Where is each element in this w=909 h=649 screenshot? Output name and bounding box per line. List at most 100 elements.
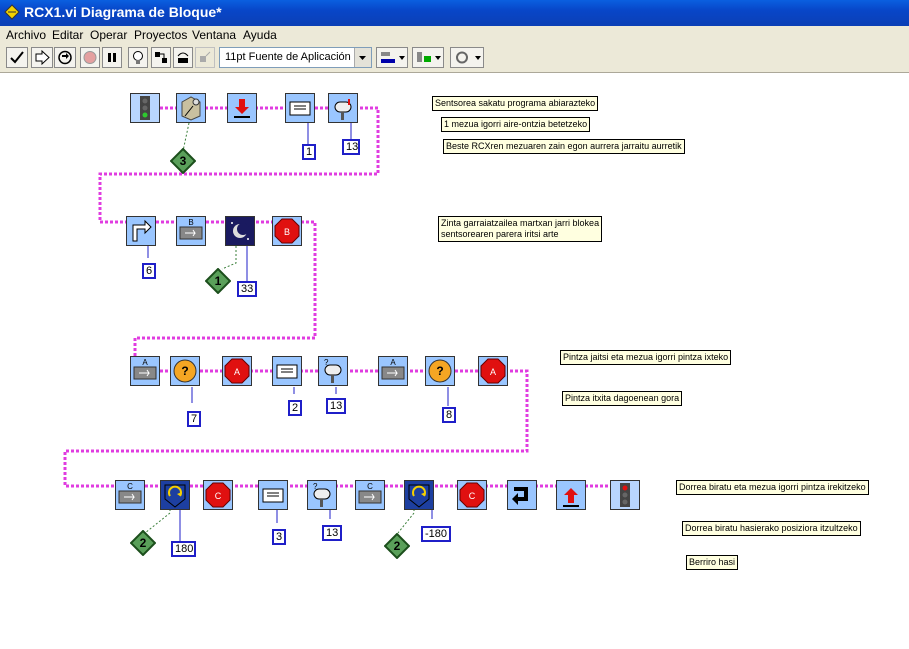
- comment-send-message-1[interactable]: 1 mezua igorri aire-ontzia betetzeko: [441, 117, 591, 132]
- comment-wait-other-rcx[interactable]: Beste RCXren mezuaren zain egon aurrera …: [443, 139, 685, 154]
- menu-operar[interactable]: Operar: [90, 28, 128, 42]
- menu-archivo[interactable]: Archivo: [6, 28, 47, 42]
- node-light-sensor-wait[interactable]: [225, 216, 255, 246]
- constant-3[interactable]: 3: [272, 529, 286, 545]
- loop-return-icon: [512, 487, 528, 505]
- align-objects-icon: [381, 52, 405, 63]
- constant-1[interactable]: 1: [302, 144, 316, 160]
- node-wait-question-2[interactable]: ?: [425, 356, 455, 386]
- comment-restart[interactable]: Berriro hasi: [686, 555, 739, 570]
- comment-tower-rotate[interactable]: Dorrea biratu eta mezua igorri pintza ir…: [676, 480, 869, 495]
- constant-minus-180[interactable]: -180: [421, 526, 451, 542]
- comment-gripper-down[interactable]: Pintza jaitsi eta mezua igorri pintza ix…: [560, 350, 732, 365]
- motor-icon: A: [381, 358, 405, 380]
- step-out-button[interactable]: [195, 47, 215, 68]
- step-over-button[interactable]: [173, 47, 193, 68]
- constant-6[interactable]: 6: [142, 263, 156, 279]
- node-send-message[interactable]: [285, 93, 315, 123]
- motor-icon: C: [358, 482, 382, 504]
- arrow-up-icon: [563, 488, 579, 507]
- run-check-button[interactable]: [6, 47, 28, 68]
- comment-conveyor-line2: sentsorearen parera iritsi arte: [441, 229, 559, 239]
- node-motor-a-1[interactable]: A: [130, 356, 160, 386]
- diamond-port-row4a-value: 2: [140, 536, 147, 550]
- node-mailbox-wait-2[interactable]: ?: [318, 356, 348, 386]
- highlight-execution-button[interactable]: [128, 47, 148, 68]
- rotation-sensor-icon: [164, 484, 186, 508]
- constant-8[interactable]: 8: [442, 407, 456, 423]
- constant-180[interactable]: 180: [171, 541, 196, 557]
- moon-night-icon: [231, 222, 249, 240]
- title-bar: RCX1.vi Diagrama de Bloque*: [0, 0, 909, 26]
- node-send-message-3[interactable]: [258, 480, 288, 510]
- run-arrow-icon: [35, 49, 50, 66]
- node-traffic-light-end[interactable]: [610, 480, 640, 510]
- node-stop-c-2[interactable]: C: [457, 480, 487, 510]
- pause-button[interactable]: [102, 47, 122, 68]
- comment-start-sensor[interactable]: Sentsorea sakatu programa abiarazteko: [432, 96, 599, 111]
- motor-icon: A: [133, 358, 157, 380]
- mailbox-question-icon: ?: [313, 482, 331, 507]
- diamond-port-row2[interactable]: 1: [205, 268, 231, 294]
- constant-33[interactable]: 33: [237, 281, 257, 297]
- node-traffic-light-start[interactable]: [130, 93, 160, 123]
- node-stop-b[interactable]: B: [272, 216, 302, 246]
- node-output-down[interactable]: [227, 93, 257, 123]
- reorder-icon: [456, 51, 481, 64]
- node-send-message-2[interactable]: [272, 356, 302, 386]
- node-mailbox-wait-3[interactable]: ?: [307, 480, 337, 510]
- comment-gripper-up[interactable]: Pintza itxita dagoenean gora: [562, 391, 683, 406]
- node-stop-c-1[interactable]: C: [203, 480, 233, 510]
- node-loop-start[interactable]: [126, 216, 156, 246]
- lightbulb-icon: [133, 51, 143, 64]
- motor-b-letter: B: [188, 218, 193, 227]
- menu-editar[interactable]: Editar: [52, 28, 84, 42]
- abort-button[interactable]: [80, 47, 100, 68]
- menu-proyectos[interactable]: Proyectos: [134, 28, 188, 42]
- constant-13-row1[interactable]: 13: [342, 139, 360, 155]
- node-mailbox-wait[interactable]: [328, 93, 358, 123]
- node-stop-a-2[interactable]: A: [478, 356, 508, 386]
- menu-ayuda[interactable]: Ayuda: [243, 28, 277, 42]
- constant-13-row3[interactable]: 13: [326, 398, 346, 414]
- svg-text:?: ?: [181, 364, 188, 378]
- step-into-button[interactable]: [151, 47, 171, 68]
- stop-a-letter: A: [234, 367, 240, 377]
- node-output-up[interactable]: [556, 480, 586, 510]
- node-motor-a-2[interactable]: A: [378, 356, 408, 386]
- menu-ventana[interactable]: Ventana: [192, 28, 237, 42]
- node-wait-question-1[interactable]: ?: [170, 356, 200, 386]
- diamond-port-row4b-value: 2: [394, 539, 401, 553]
- diamond-port-row4a[interactable]: 2: [130, 530, 156, 556]
- arrow-down-icon: [234, 99, 250, 118]
- constant-13-row4[interactable]: 13: [322, 525, 342, 541]
- traffic-light-icon: [620, 483, 630, 507]
- reorder-button[interactable]: [450, 47, 484, 68]
- node-touch-sensor-wait[interactable]: [176, 93, 206, 123]
- diamond-port-row4b[interactable]: 2: [384, 533, 410, 559]
- node-loop-end[interactable]: [507, 480, 537, 510]
- comment-conveyor[interactable]: Zinta garraiatzailea martxan jarri bloke…: [438, 216, 603, 242]
- node-rotation-1[interactable]: [160, 480, 190, 510]
- comment-tower-return[interactable]: Dorrea biratu hasierako posiziora itzult…: [682, 521, 861, 536]
- diamond-port-row1[interactable]: 3: [170, 148, 196, 174]
- node-motor-c-1[interactable]: C: [115, 480, 145, 510]
- block-diagram-canvas[interactable]: 3 1 13 B B 1 6 33 A ? A ? A ? A 7 2 13 8: [0, 73, 909, 649]
- node-motor-b[interactable]: B: [176, 216, 206, 246]
- node-motor-c-2[interactable]: C: [355, 480, 385, 510]
- mailbox-icon: [334, 99, 352, 120]
- run-button[interactable]: [31, 47, 53, 68]
- node-stop-a-1[interactable]: A: [222, 356, 252, 386]
- loop-arrow-icon: [132, 219, 152, 242]
- constant-2[interactable]: 2: [288, 400, 302, 416]
- distribute-objects-button[interactable]: [412, 47, 444, 68]
- step-into-icon: [155, 52, 167, 63]
- run-continuously-button[interactable]: [54, 47, 76, 68]
- node-rotation-2[interactable]: [404, 480, 434, 510]
- font-selector[interactable]: 11pt Fuente de Aplicación: [219, 47, 372, 68]
- constant-7[interactable]: 7: [187, 411, 201, 427]
- stop-circle-icon: [83, 51, 97, 64]
- align-objects-button[interactable]: [376, 47, 408, 68]
- motor-c-letter: C: [127, 482, 133, 491]
- message-icon: [289, 101, 311, 116]
